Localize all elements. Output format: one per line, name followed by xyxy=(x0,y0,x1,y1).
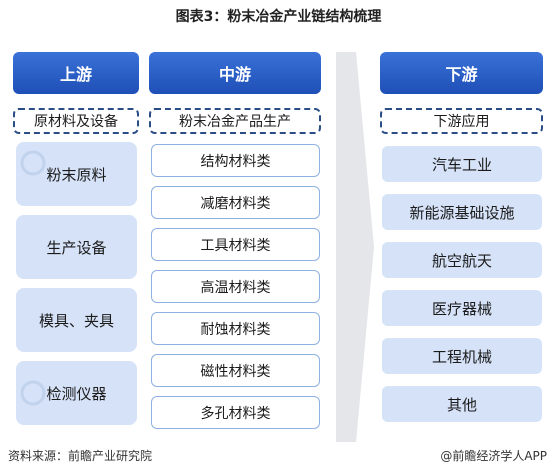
upstream-subtitle: 原材料及设备 xyxy=(13,108,139,134)
downstream-item-other: 其他 xyxy=(382,386,542,422)
watermark-logo-icon xyxy=(20,380,46,406)
downstream-subtitle: 下游应用 xyxy=(380,108,543,134)
downstream-item-aerospace: 航空航天 xyxy=(382,242,542,278)
midstream-item-tool: 工具材料类 xyxy=(151,228,320,261)
watermark-logo-icon xyxy=(20,150,46,176)
upstream-item-instruments: 检测仪器 xyxy=(16,361,137,425)
downstream-item-new-energy: 新能源基础设施 xyxy=(382,194,542,230)
upstream-item-powder: 粉末原料 xyxy=(16,142,137,206)
midstream-item-magnetic: 磁性材料类 xyxy=(151,354,320,387)
brand-note: @前瞻经济学人APP xyxy=(440,449,547,463)
midstream-item-porous: 多孔材料类 xyxy=(151,396,320,429)
upstream-header: 上游 xyxy=(13,52,139,94)
upstream-item-equipment: 生产设备 xyxy=(16,215,137,279)
midstream-item-antifriction: 减磨材料类 xyxy=(151,186,320,219)
diagram-title: 图表3：粉末冶金产业链结构梳理 xyxy=(175,9,382,25)
flow-arrow-icon xyxy=(336,52,374,442)
midstream-subtitle: 粉末冶金产品生产 xyxy=(149,108,321,134)
downstream-header: 下游 xyxy=(380,52,543,94)
midstream-header: 中游 xyxy=(149,52,321,94)
downstream-item-medical: 医疗器械 xyxy=(382,290,542,326)
midstream-item-structural: 结构材料类 xyxy=(151,144,320,177)
downstream-item-auto: 汽车工业 xyxy=(382,146,542,182)
downstream-item-machinery: 工程机械 xyxy=(382,338,542,374)
source-note: 资料来源：前瞻产业研究院 xyxy=(8,449,153,463)
upstream-item-molds: 模具、夹具 xyxy=(16,288,137,352)
midstream-item-high-temp: 高温材料类 xyxy=(151,270,320,303)
midstream-item-corrosion: 耐蚀材料类 xyxy=(151,312,320,345)
